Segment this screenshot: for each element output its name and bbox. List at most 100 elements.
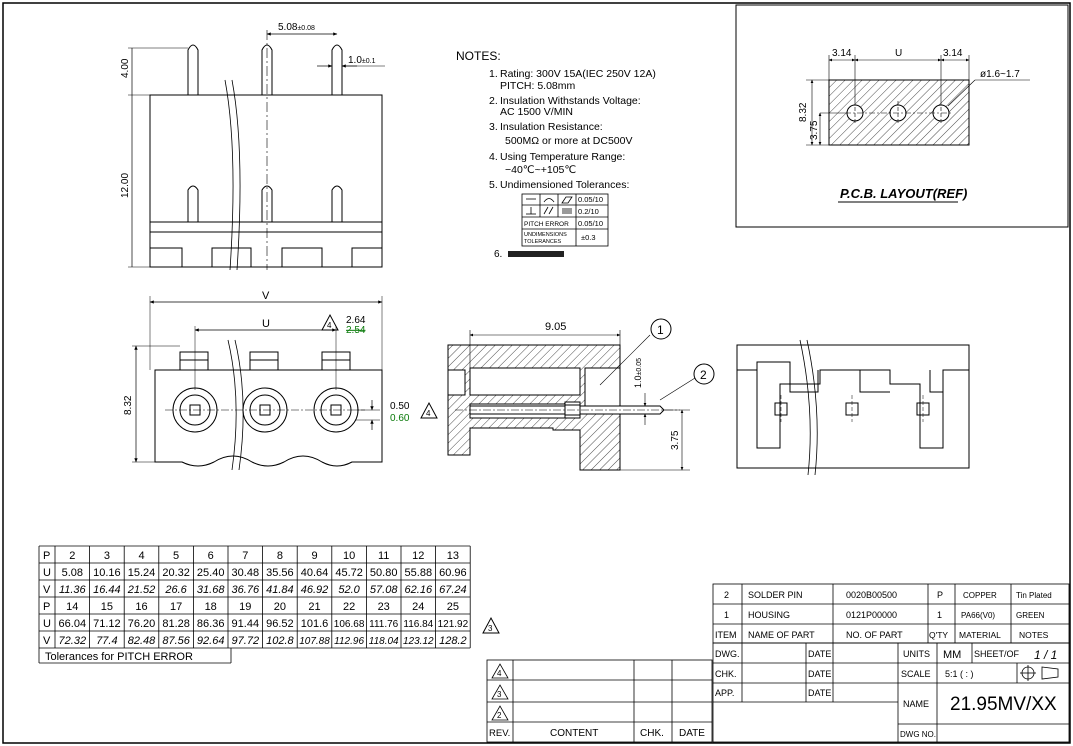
svg-text:U: U (262, 318, 270, 330)
svg-text:COPPER: COPPER (963, 591, 997, 600)
table-cell: 20.32 (162, 567, 190, 579)
table-cell: 55.88 (405, 567, 433, 579)
table-cell: 30.48 (232, 567, 260, 579)
back-view (736, 339, 970, 476)
table-cell: 5.08 (62, 567, 83, 579)
svg-text:3.14: 3.14 (832, 48, 852, 59)
table-cell: 25.40 (197, 567, 225, 579)
svg-text:Q'TY: Q'TY (929, 630, 948, 640)
table-cell: 10.16 (93, 567, 121, 579)
table-cell: 60.96 (439, 567, 467, 579)
svg-text:CHK.: CHK. (715, 669, 737, 679)
svg-text:3.75: 3.75 (809, 120, 820, 140)
svg-text:DATE: DATE (679, 728, 705, 739)
svg-text:1.0±0.05: 1.0±0.05 (633, 358, 643, 388)
table-cell: 35.56 (266, 567, 294, 579)
table-row-label: V (43, 584, 51, 596)
svg-text:HOUSING: HOUSING (748, 610, 790, 620)
table-cell: 76.20 (128, 618, 156, 630)
table-cell: 128.2 (439, 635, 467, 647)
table-cell: 96.52 (266, 618, 294, 630)
table-cell: 81.28 (162, 618, 190, 630)
svg-text:Tin Plated: Tin Plated (1016, 591, 1052, 600)
svg-text:1: 1 (724, 610, 729, 620)
table-cell: 16 (135, 601, 147, 613)
dim-top: 4.00 (120, 58, 131, 78)
pcb-layout-title: P.C.B. LAYOUT(REF) (840, 186, 967, 201)
table-cell: 46.92 (301, 584, 329, 596)
svg-text:P: P (937, 590, 943, 600)
table-cell: 15 (101, 601, 113, 613)
svg-text:1.: 1. (489, 68, 498, 80)
callout-2: 2 (700, 368, 707, 382)
table-cell: 82.48 (128, 635, 156, 647)
table-cell: 2 (69, 550, 75, 562)
table-cell: 9 (311, 550, 317, 562)
svg-text:U: U (895, 48, 902, 59)
svg-text:0.2/10: 0.2/10 (578, 207, 599, 216)
note-3-line1: Insulation Resistance: (500, 121, 603, 133)
table-row-label: U (43, 618, 51, 630)
svg-text:2: 2 (497, 711, 502, 720)
note-4-line2: −40℃~+105℃ (505, 164, 576, 176)
table-cell: 45.72 (335, 567, 363, 579)
svg-text:4: 4 (426, 409, 431, 418)
svg-text:3: 3 (488, 624, 493, 633)
svg-text:PA66(V0): PA66(V0) (961, 611, 995, 620)
svg-text:DATE: DATE (808, 649, 831, 659)
table-cell: 11 (378, 550, 389, 562)
svg-text:3: 3 (497, 690, 502, 699)
table-cell: 91.44 (232, 618, 260, 630)
table-cell: 77.4 (96, 635, 117, 647)
table-cell: 66.04 (59, 618, 87, 630)
table-cell: 26.6 (164, 584, 187, 596)
table-cell: 3 (104, 550, 110, 562)
svg-text:0.50: 0.50 (390, 401, 410, 412)
table-cell: 17 (170, 601, 182, 613)
notes-block: NOTES: 1. Rating: 300V 15A(IEC 250V 12A)… (456, 49, 656, 260)
svg-text:SHEET/OF: SHEET/OF (974, 649, 1020, 659)
table-footer: Tolerances for PITCH ERROR (45, 651, 193, 663)
svg-text:APP.: APP. (715, 688, 734, 698)
table-cell: 12 (412, 550, 424, 562)
top-view (128, 30, 385, 271)
svg-text:DWG.: DWG. (715, 649, 740, 659)
svg-text:0.05/10: 0.05/10 (578, 195, 603, 204)
table-row-label: U (43, 567, 51, 579)
table-cell: 121.92 (438, 619, 469, 630)
svg-text:UNDIMENSIONS: UNDIMENSIONS (524, 232, 567, 238)
table-cell: 23 (378, 601, 390, 613)
revision-block (486, 659, 713, 743)
svg-text:NAME: NAME (903, 699, 929, 709)
svg-text:±0.3: ±0.3 (581, 233, 596, 242)
svg-text:3.14: 3.14 (943, 48, 963, 59)
rev-marker-3: 3 (482, 616, 500, 634)
svg-text:DATE: DATE (808, 688, 831, 698)
svg-text:PITCH ERROR: PITCH ERROR (524, 221, 569, 228)
svg-text:V: V (262, 290, 270, 302)
svg-text:GREEN: GREEN (1016, 611, 1045, 620)
svg-text:CHK.: CHK. (640, 728, 664, 739)
svg-text:NO. OF PART: NO. OF PART (846, 630, 903, 640)
table-cell: 106.68 (334, 619, 365, 630)
table-cell: 15.24 (128, 567, 156, 579)
svg-text:MATERIAL: MATERIAL (959, 630, 1001, 640)
table-cell: 18 (205, 601, 217, 613)
svg-text:DATE: DATE (808, 669, 831, 679)
svg-text:TOLERANCES: TOLERANCES (524, 239, 562, 245)
note-1-line2: PITCH: 5.08mm (500, 80, 576, 92)
dim-pin-width: 1.0±0.1 (348, 55, 376, 66)
table-row-label: V (43, 635, 51, 647)
callout-1: 1 (657, 323, 664, 337)
table-cell: 118.04 (369, 636, 399, 647)
svg-text:ITEM: ITEM (715, 630, 737, 640)
svg-text:0.60: 0.60 (390, 413, 410, 424)
table-cell: 86.36 (197, 618, 225, 630)
svg-text:9.05: 9.05 (545, 321, 566, 333)
svg-text:8.32: 8.32 (123, 395, 134, 415)
front-view (132, 296, 438, 471)
table-cell: 71.12 (93, 618, 121, 630)
table-cell: 21.52 (127, 584, 156, 596)
